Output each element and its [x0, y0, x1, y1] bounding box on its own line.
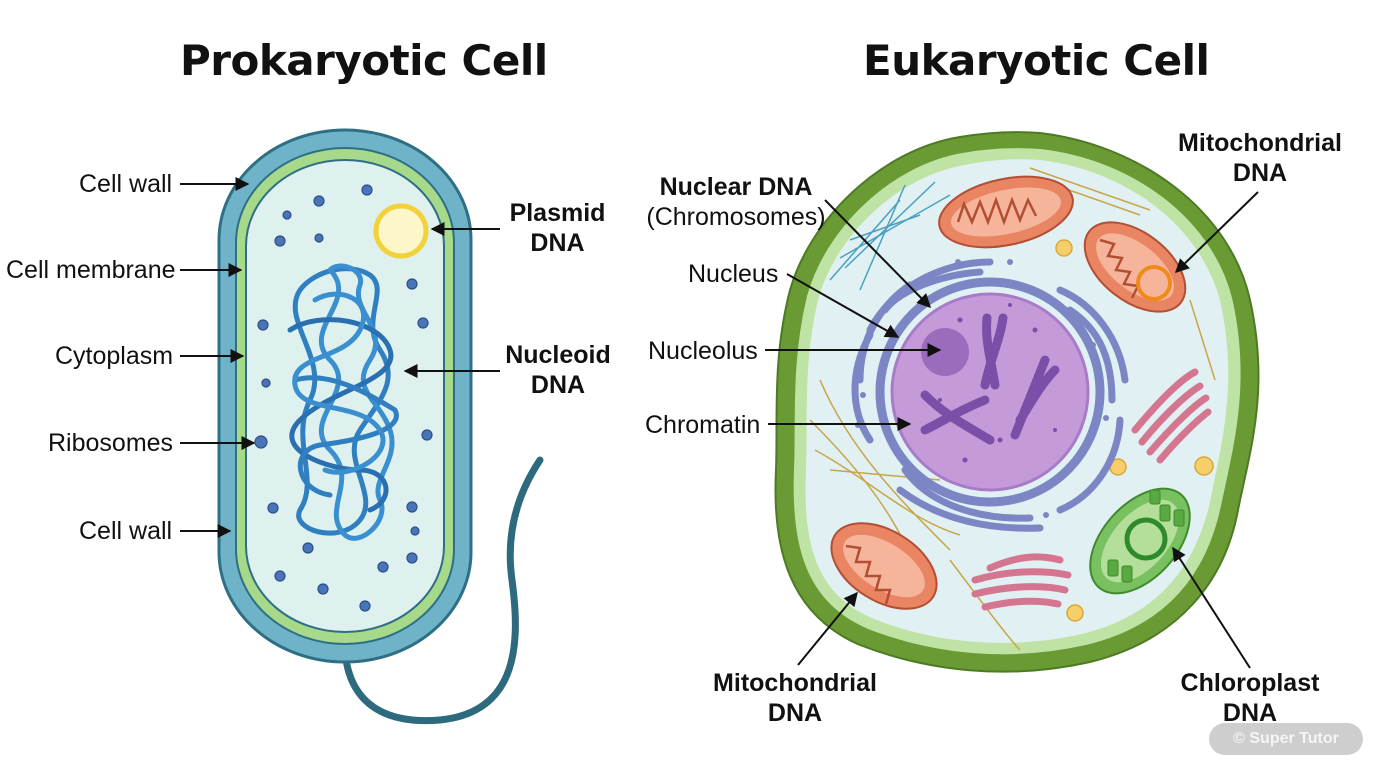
- prokaryote-cytoplasm: [245, 159, 445, 633]
- label-nuclear-dna-line1: Nuclear DNA: [659, 173, 813, 201]
- label-mito-bottom-line2: DNA: [767, 699, 823, 727]
- prokaryotic-cell: [217, 128, 544, 725]
- mitochondrial-dna-ring-top: [1136, 265, 1172, 301]
- watermark-badge: © Super Tutor: [1209, 723, 1363, 755]
- eukaryotic-title: Eukaryotic Cell: [863, 36, 1210, 85]
- chloroplast-dna-ring: [1124, 517, 1168, 561]
- plasmid-dna: [373, 203, 429, 259]
- label-chromosomes: (Chromosomes): [646, 203, 826, 231]
- label-cytoplasm: Cytoplasm: [55, 342, 174, 370]
- label-plasmid-dna-line2: DNA: [530, 229, 585, 257]
- label-nucleoid-dna: Nucleoid DNA: [502, 340, 614, 400]
- arrow-mitochondrial-dna-bottom: [797, 591, 858, 666]
- label-cell-membrane: Cell membrane: [6, 256, 176, 284]
- label-chromatin: Chromatin: [645, 411, 761, 439]
- label-nucleoid-dna-line2: DNA: [530, 371, 586, 399]
- label-cell-wall-bottom: Cell wall: [79, 517, 173, 545]
- label-mito-top-line1: Mitochondrial: [1178, 129, 1342, 157]
- prokaryotic-title: Prokaryotic Cell: [180, 36, 548, 85]
- chloroplast: [1089, 487, 1191, 595]
- label-mito-top-line2: DNA: [1232, 159, 1288, 187]
- arrow-nuclear-dna: [824, 199, 931, 308]
- label-nucleolus: Nucleolus: [648, 337, 758, 365]
- flagellum: [341, 456, 544, 725]
- arrow-mitochondrial-dna-top: [1174, 191, 1259, 273]
- label-mito-bottom-line1: Mitochondrial: [713, 669, 877, 697]
- mitochondrion-top-right: [1083, 221, 1187, 313]
- chromatin-dots: [938, 303, 1057, 463]
- label-chloroplast-dna: Chloroplast DNA: [1172, 668, 1328, 728]
- mitochondrion-bottom-left: [830, 522, 938, 610]
- label-mitochondrial-dna-top: Mitochondrial DNA: [1172, 128, 1348, 188]
- arrow-nucleus: [786, 273, 900, 338]
- golgi-bottom: [971, 553, 1072, 611]
- label-ribosomes: Ribosomes: [48, 429, 174, 457]
- label-nucleoid-dna-line1: Nucleoid: [505, 341, 611, 369]
- nucleoid-dna: [287, 263, 399, 541]
- label-nuclear-dna: Nuclear DNA (Chromosomes): [640, 172, 832, 232]
- label-chloroplast-line2: DNA: [1222, 699, 1278, 727]
- nuclear-envelope: [875, 277, 1105, 507]
- label-cell-wall-top: Cell wall: [79, 170, 173, 198]
- label-nucleus: Nucleus: [688, 260, 779, 288]
- mitochondrion-top-left: [938, 175, 1074, 249]
- label-chloroplast-line1: Chloroplast: [1180, 669, 1320, 697]
- label-arrows: [180, 177, 1259, 669]
- vesicles: [1055, 239, 1214, 622]
- golgi-right: [1131, 368, 1212, 464]
- chromosomes: [920, 313, 1060, 445]
- nucleolus: [921, 328, 969, 376]
- endoplasmic-reticulum: [851, 258, 1129, 532]
- label-plasmid-dna: Plasmid DNA: [505, 198, 610, 258]
- label-mitochondrial-dna-bottom: Mitochondrial DNA: [707, 668, 883, 728]
- eukaryotic-cell: [774, 131, 1260, 673]
- label-plasmid-dna-line1: Plasmid: [509, 199, 606, 227]
- arrow-chloroplast-dna: [1172, 546, 1251, 669]
